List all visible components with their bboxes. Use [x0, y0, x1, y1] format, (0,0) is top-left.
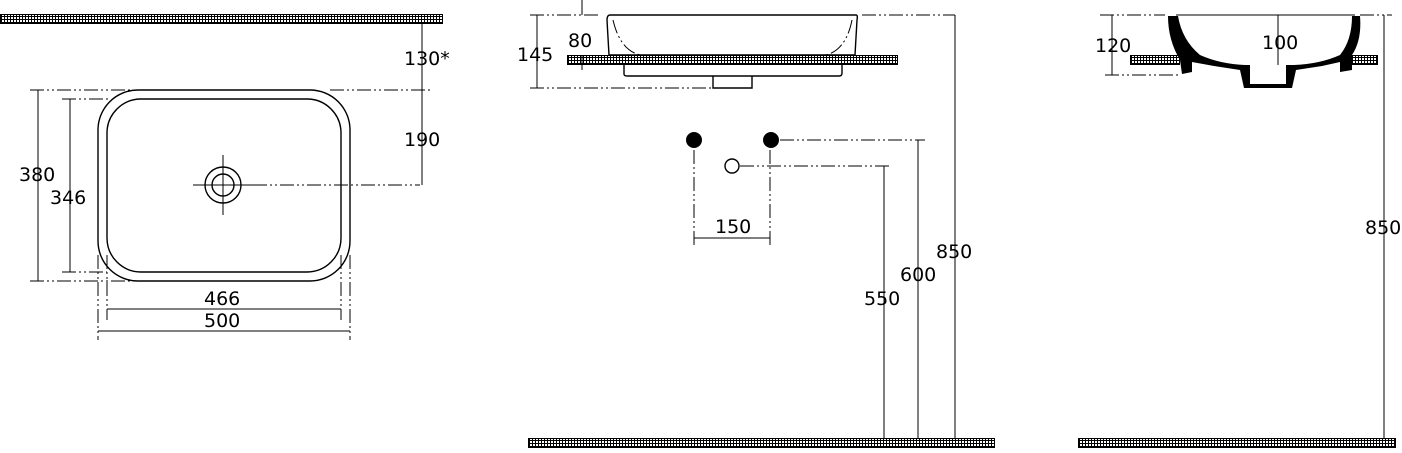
dim-waste-height: 550 — [864, 288, 900, 310]
dim-front-rim-height: 850 — [936, 241, 972, 263]
dim-supply-height: 600 — [900, 264, 936, 286]
waste-outlet-icon — [724, 158, 740, 174]
dim-side-total-height: 120 — [1095, 35, 1131, 57]
floor-side-view — [1078, 438, 1396, 448]
dim-outer-width: 500 — [204, 310, 240, 332]
tap-hole-left-icon — [686, 132, 702, 148]
dim-side-rim-height: 850 — [1365, 217, 1401, 239]
tap-hole-right-icon — [763, 132, 779, 148]
dim-drain-offset: 190 — [404, 129, 440, 151]
dim-wall-gap: 130* — [404, 48, 450, 70]
dim-above-counter: 80 — [568, 30, 592, 52]
side-view: 120 100 850 — [1095, 14, 1401, 438]
countertop-side-left — [1130, 55, 1180, 65]
front-view: 145 80 150 550 600 850 — [517, 0, 972, 438]
dim-bowl-depth: 100 — [1262, 32, 1298, 54]
dim-outer-depth: 380 — [19, 164, 55, 186]
floor-front-view — [528, 438, 995, 448]
dim-tap-spacing: 150 — [715, 216, 751, 238]
dim-inner-width: 466 — [204, 288, 240, 310]
basin-outer-outline — [97, 89, 351, 282]
wall-top-view — [0, 14, 443, 24]
dim-front-total-height: 145 — [517, 44, 553, 66]
basin-front-outline — [606, 14, 859, 56]
dim-inner-depth: 346 — [50, 187, 86, 209]
top-view: 130* 190 380 346 466 500 — [19, 23, 450, 340]
